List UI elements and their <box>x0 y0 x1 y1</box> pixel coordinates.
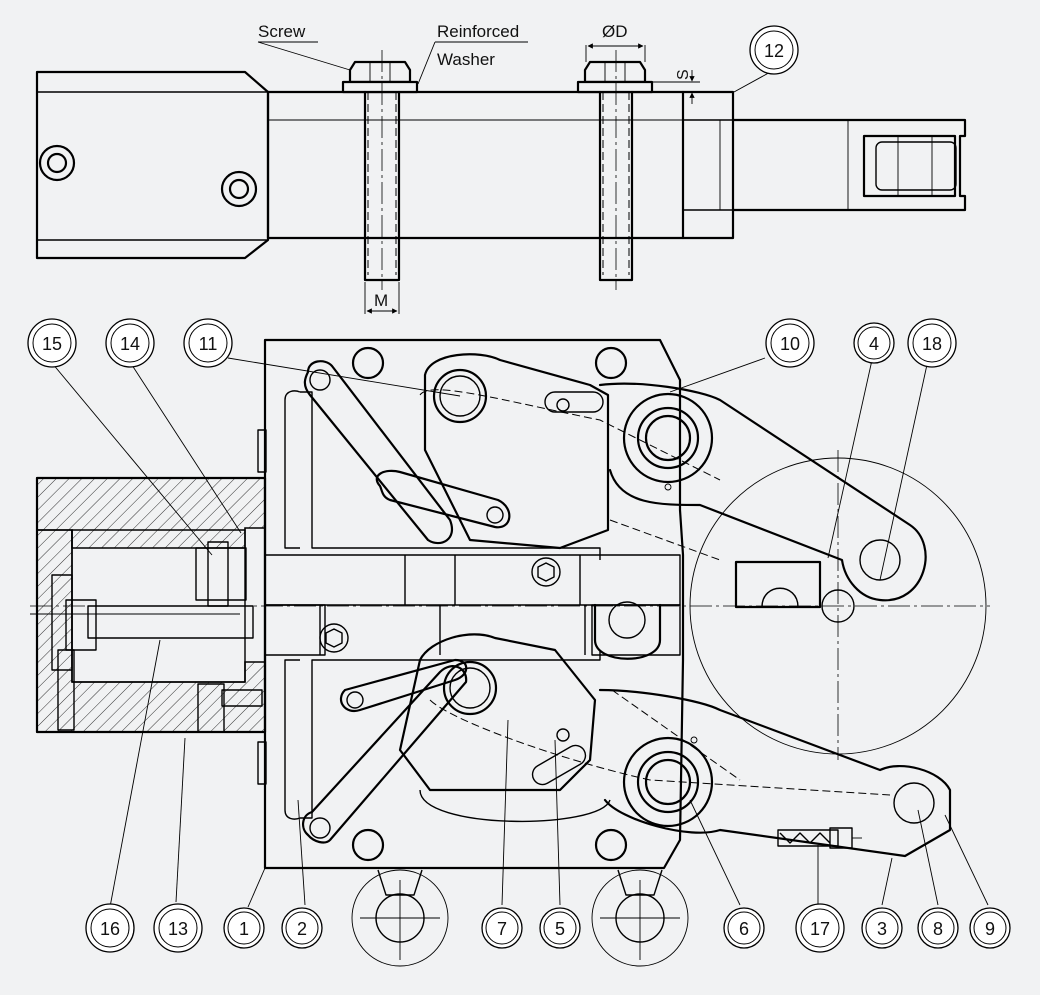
top-view-arm <box>731 118 967 212</box>
upper-arm <box>598 382 927 602</box>
balloon-18: 18 <box>907 318 957 368</box>
svg-text:13: 13 <box>168 919 188 939</box>
svg-text:17: 17 <box>810 919 830 939</box>
balloon-10: 10 <box>765 318 815 368</box>
center-rollers <box>591 560 822 660</box>
cylinder-housing <box>30 476 267 734</box>
balloon-6: 6 <box>723 907 765 949</box>
top-view-screw-head-2 <box>220 170 258 208</box>
svg-text:8: 8 <box>933 919 943 939</box>
mount-hole-4 <box>594 828 628 862</box>
main-body <box>263 338 685 870</box>
balloon-15: 15 <box>27 318 77 368</box>
bottom-screw-1 <box>351 869 449 967</box>
balloon-16: 16 <box>85 903 135 953</box>
svg-text:6: 6 <box>739 919 749 939</box>
mount-hole-3 <box>351 828 385 862</box>
balloon-3: 3 <box>861 907 903 949</box>
svg-text:10: 10 <box>780 334 800 354</box>
leader-lines <box>51 69 989 908</box>
mount-hole-1 <box>351 346 385 380</box>
svg-text:7: 7 <box>497 919 507 939</box>
balloon-11: 11 <box>183 318 233 368</box>
screw-1 <box>341 50 419 290</box>
top-view-left-block <box>35 70 270 260</box>
balloon-13: 13 <box>153 903 203 953</box>
top-view-roller <box>862 134 957 198</box>
top-view-main-bar <box>266 90 685 240</box>
top-view: Screw Reinforced Washer ØD S M <box>35 22 967 314</box>
thread-label: M <box>374 291 388 310</box>
svg-text:12: 12 <box>764 41 784 61</box>
svg-text:11: 11 <box>199 334 218 354</box>
lower-cam-plate <box>302 633 611 844</box>
balloon-1: 1 <box>223 907 265 949</box>
central-slide <box>264 554 681 606</box>
upper-cam-plate <box>375 353 610 550</box>
balloon-2: 2 <box>281 907 323 949</box>
balloon-8: 8 <box>917 907 959 949</box>
svg-text:18: 18 <box>922 334 942 354</box>
svg-text:9: 9 <box>985 919 995 939</box>
mount-hole-2 <box>594 346 628 380</box>
screw-label: Screw <box>258 22 306 41</box>
svg-text:15: 15 <box>42 334 62 354</box>
reinforced-label: Reinforced <box>437 22 519 41</box>
bottom-screw-2 <box>591 869 689 967</box>
balloon-9: 9 <box>969 907 1011 949</box>
svg-text:1: 1 <box>239 919 249 939</box>
svg-text:3: 3 <box>877 919 887 939</box>
diameter-label: ØD <box>602 22 628 41</box>
screw-2 <box>576 50 654 290</box>
upper-link-11 <box>303 360 453 545</box>
top-view-screw-head-1 <box>38 144 76 182</box>
front-view <box>30 338 990 967</box>
svg-text:2: 2 <box>297 919 307 939</box>
balloon-7: 7 <box>481 907 523 949</box>
balloon-14: 14 <box>105 318 155 368</box>
balloon-5: 5 <box>539 907 581 949</box>
spring-plunger <box>777 827 862 849</box>
svg-text:16: 16 <box>100 919 120 939</box>
svg-text:14: 14 <box>120 334 140 354</box>
washer-label: Washer <box>437 50 495 69</box>
lower-arm <box>598 688 952 858</box>
spacing-label: S <box>675 69 692 80</box>
svg-text:4: 4 <box>869 334 879 354</box>
hex-screw-lower <box>319 623 349 653</box>
balloon-12: 12 <box>749 25 799 75</box>
hex-screw-upper <box>531 557 561 587</box>
svg-text:5: 5 <box>555 919 565 939</box>
balloon-4: 4 <box>853 322 895 364</box>
balloon-17: 17 <box>795 903 845 953</box>
